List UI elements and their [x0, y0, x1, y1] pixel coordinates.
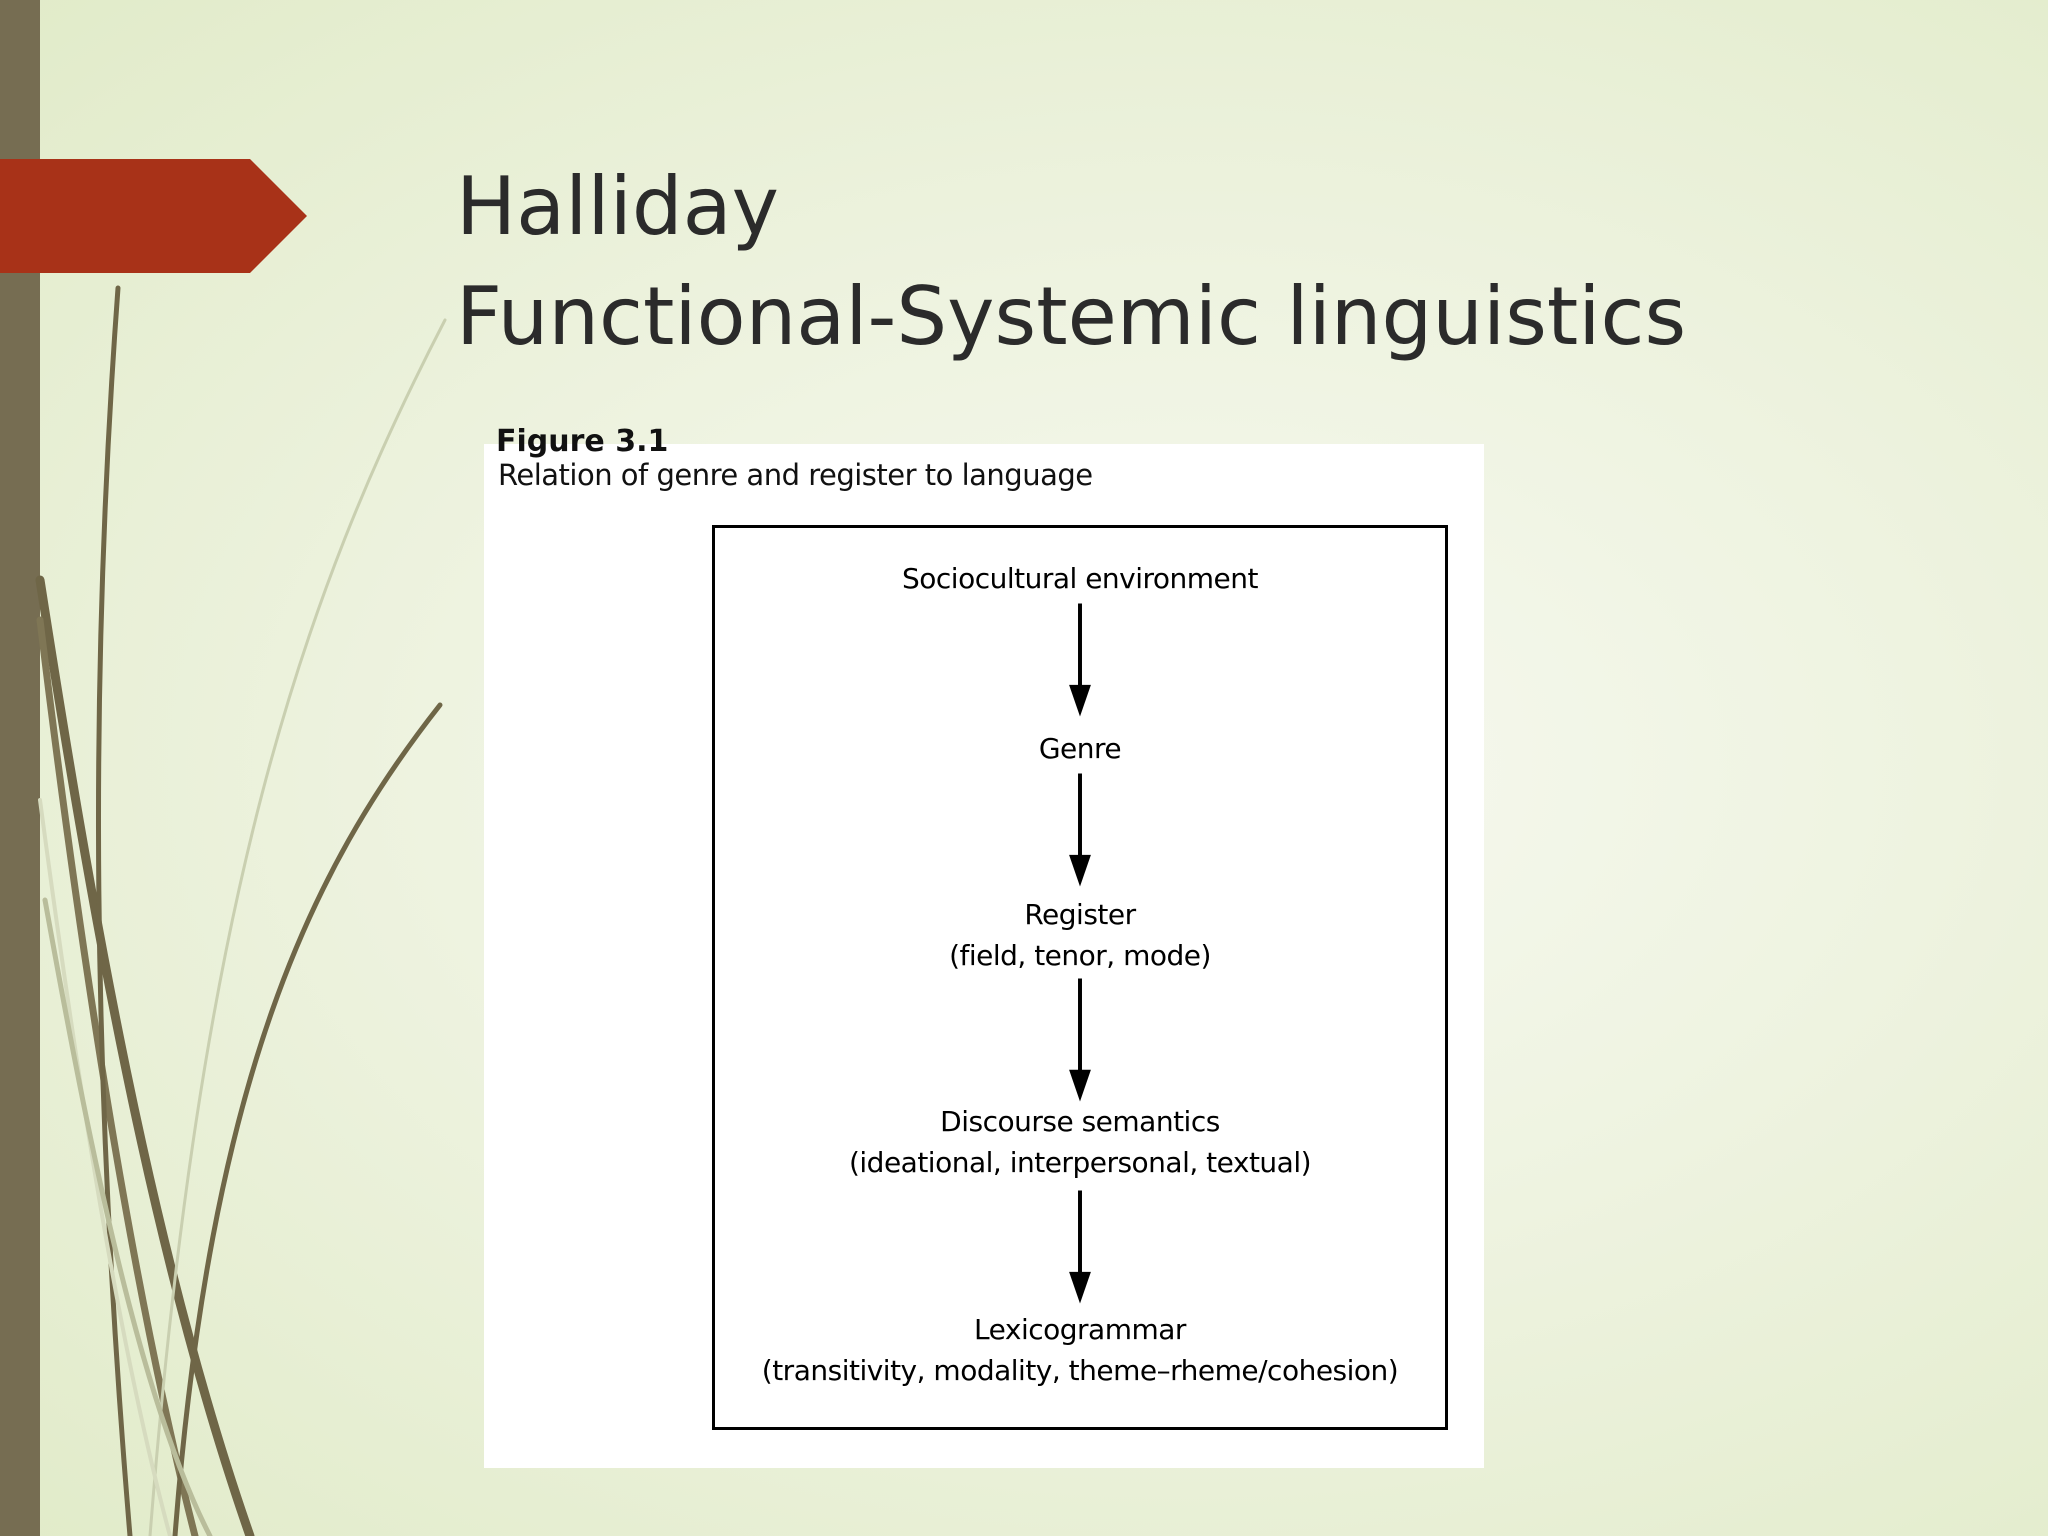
title-tab-arrow — [0, 159, 307, 273]
arrow-down — [1069, 978, 1091, 1102]
arrow-down — [1069, 1190, 1091, 1304]
node-label: Lexicogrammar — [974, 1313, 1186, 1346]
node-label: Discourse semantics — [940, 1105, 1220, 1138]
arrow-down — [1069, 603, 1091, 717]
node-detail: (field, tenor, mode) — [949, 939, 1211, 972]
figure-number-label: Figure 3.1 — [496, 424, 669, 459]
slide-title: Halliday Functional-Systemic linguistics — [456, 152, 1686, 372]
diagram-frame: Sociocultural environment Genre Register… — [712, 525, 1448, 1430]
node-sociocultural-environment: Sociocultural environment — [715, 558, 1445, 599]
arrow-down — [1069, 773, 1091, 887]
node-label: Genre — [1038, 732, 1122, 765]
grass-decoration — [35, 285, 447, 1536]
node-register: Register (field, tenor, mode) — [715, 894, 1445, 976]
node-detail: (transitivity, modality, theme–rheme/coh… — [761, 1354, 1399, 1387]
figure-image: Figure 3.1 Relation of genre and registe… — [484, 424, 1484, 1468]
node-label: Sociocultural environment — [901, 562, 1259, 595]
slide-title-line2: Functional-Systemic linguistics — [456, 270, 1687, 363]
figure-caption: Relation of genre and register to langua… — [498, 458, 1093, 492]
node-lexicogrammar: Lexicogrammar (transitivity, modality, t… — [715, 1309, 1445, 1391]
slide-title-line1: Halliday — [456, 160, 780, 253]
node-genre: Genre — [715, 728, 1445, 769]
node-detail: (ideational, interpersonal, textual) — [848, 1146, 1312, 1179]
node-discourse-semantics: Discourse semantics (ideational, interpe… — [715, 1101, 1445, 1183]
node-label: Register — [1024, 898, 1136, 931]
